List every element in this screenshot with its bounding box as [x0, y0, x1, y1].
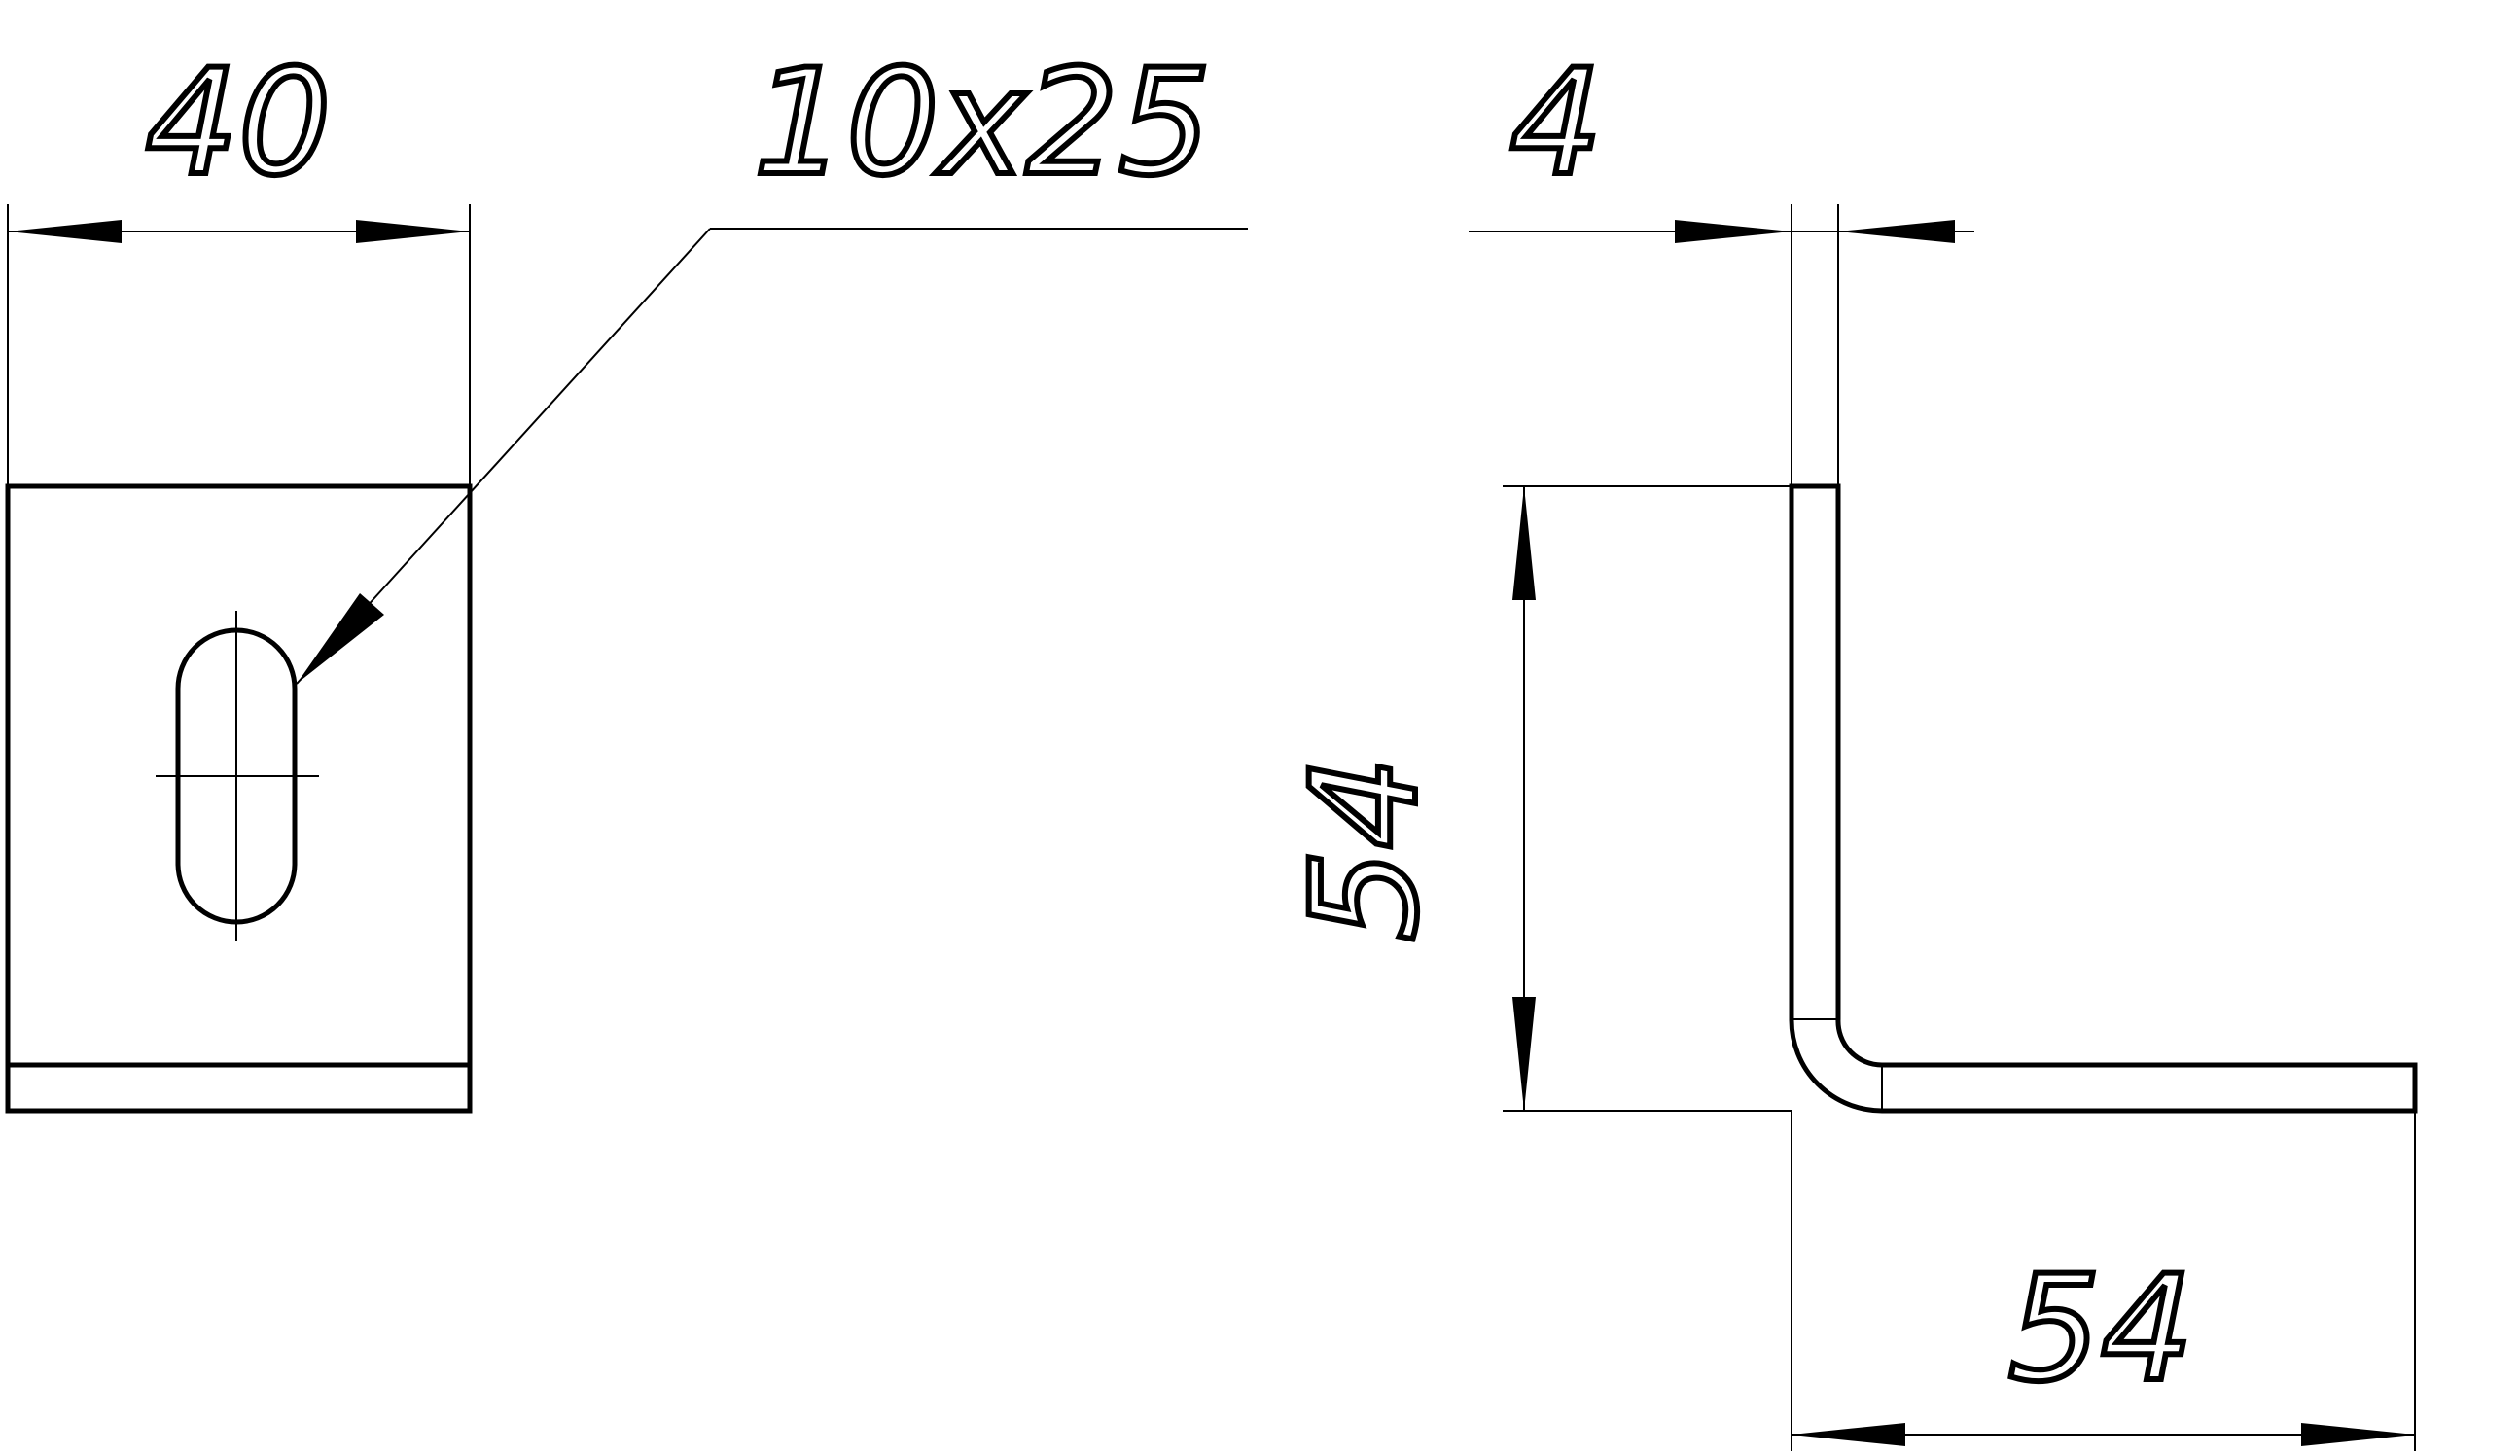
front-view: [5, 483, 473, 1114]
width-dimension: 40: [7, 36, 471, 486]
thickness-arrow-left: [1675, 220, 1792, 243]
side-view: [1789, 483, 2418, 1114]
slot-leader-arrow: [297, 593, 384, 684]
thickness-dimension-label: 4: [1509, 39, 1602, 208]
angle-profile: [1789, 483, 2418, 1114]
width-dimension-label: 40: [146, 39, 332, 208]
height-dimension: 54: [1278, 485, 1792, 1112]
height-dimension-label: 54: [1281, 757, 1450, 942]
width-arrow-left: [8, 220, 122, 243]
front-plate-outline: [5, 483, 473, 1114]
thickness-arrow-right: [1838, 220, 1955, 243]
length-dimension-label: 54: [2008, 1245, 2194, 1414]
height-arrow-bottom: [1512, 997, 1536, 1111]
length-dimension: 54: [1791, 1111, 2416, 1451]
height-arrow-top: [1512, 486, 1536, 600]
length-arrow-left: [1792, 1423, 1905, 1446]
slot-leader: 10x25: [296, 36, 1248, 685]
thickness-dimension: 4: [1469, 36, 1974, 486]
width-arrow-right: [356, 220, 470, 243]
slot-size-label: 10x25: [754, 39, 1212, 208]
length-arrow-right: [2301, 1423, 2415, 1446]
